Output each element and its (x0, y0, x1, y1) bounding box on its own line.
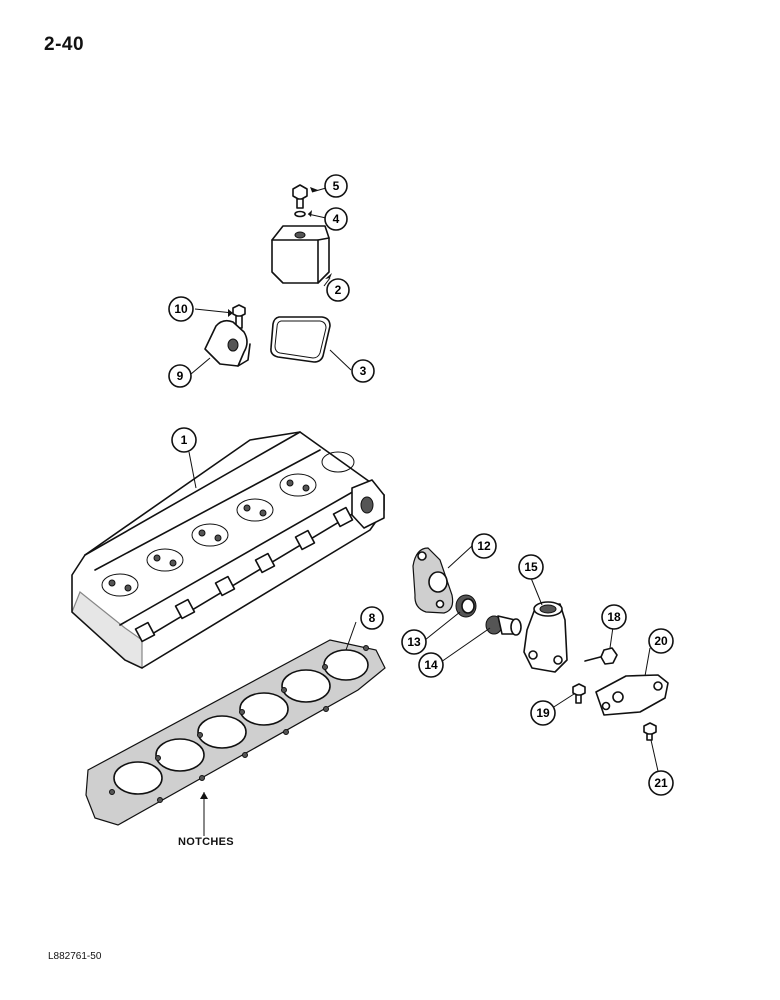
callout-10: 10 (168, 296, 194, 322)
svg-text:20: 20 (654, 634, 668, 648)
part-14-thermostat (485, 615, 522, 636)
callout-15: 15 (518, 554, 544, 580)
part-15-thermostat-housing (523, 601, 568, 673)
notches-label: NOTCHES (178, 836, 234, 848)
callout-21: 21 (648, 770, 674, 796)
part-13-seal (455, 594, 477, 618)
callout-5: 5 (324, 174, 348, 198)
svg-text:5: 5 (333, 179, 340, 193)
page-number: 2-40 (44, 34, 85, 55)
callout-14: 14 (418, 652, 444, 678)
svg-text:2: 2 (335, 283, 342, 297)
svg-text:14: 14 (424, 658, 438, 672)
svg-text:19: 19 (536, 706, 550, 720)
svg-text:3: 3 (360, 364, 367, 378)
callout-18: 18 (601, 604, 627, 630)
callout-3: 3 (351, 359, 375, 383)
svg-text:1: 1 (181, 433, 188, 447)
part-1-cylinder-head (71, 431, 385, 669)
callout-12: 12 (471, 533, 497, 559)
callout-4: 4 (324, 207, 348, 231)
part-3-gasket (270, 316, 331, 363)
part-21-bolt (643, 722, 657, 741)
figure-code: L882761-50 (48, 951, 102, 962)
part-12-thermostat-gasket (412, 547, 454, 614)
part-8-head-gasket (85, 639, 386, 826)
svg-text:8: 8 (369, 611, 376, 625)
part-2-rocker-cover (271, 225, 330, 284)
svg-text:21: 21 (654, 776, 668, 790)
part-9-lifting-bracket (204, 319, 251, 367)
part-18-bolt (584, 647, 618, 665)
svg-text:4: 4 (333, 212, 340, 226)
callout-1: 1 (171, 427, 197, 453)
part-19-bolt (572, 683, 586, 704)
callout-19: 19 (530, 700, 556, 726)
part-20-bracket (595, 674, 669, 716)
svg-text:10: 10 (174, 302, 188, 316)
callout-8: 8 (360, 606, 384, 630)
svg-text:12: 12 (477, 539, 491, 553)
callout-9: 9 (168, 364, 192, 388)
callout-20: 20 (648, 628, 674, 654)
svg-text:18: 18 (607, 610, 621, 624)
callouts: 5 4 2 3 10 9 1 8 (168, 174, 674, 796)
callout-2: 2 (326, 278, 350, 302)
svg-text:13: 13 (407, 635, 421, 649)
part-10-bolt (232, 304, 246, 329)
part-4-washer (294, 210, 306, 218)
svg-text:9: 9 (177, 369, 184, 383)
part-5-bolt (292, 184, 308, 209)
svg-text:15: 15 (524, 560, 538, 574)
callout-13: 13 (401, 629, 427, 655)
